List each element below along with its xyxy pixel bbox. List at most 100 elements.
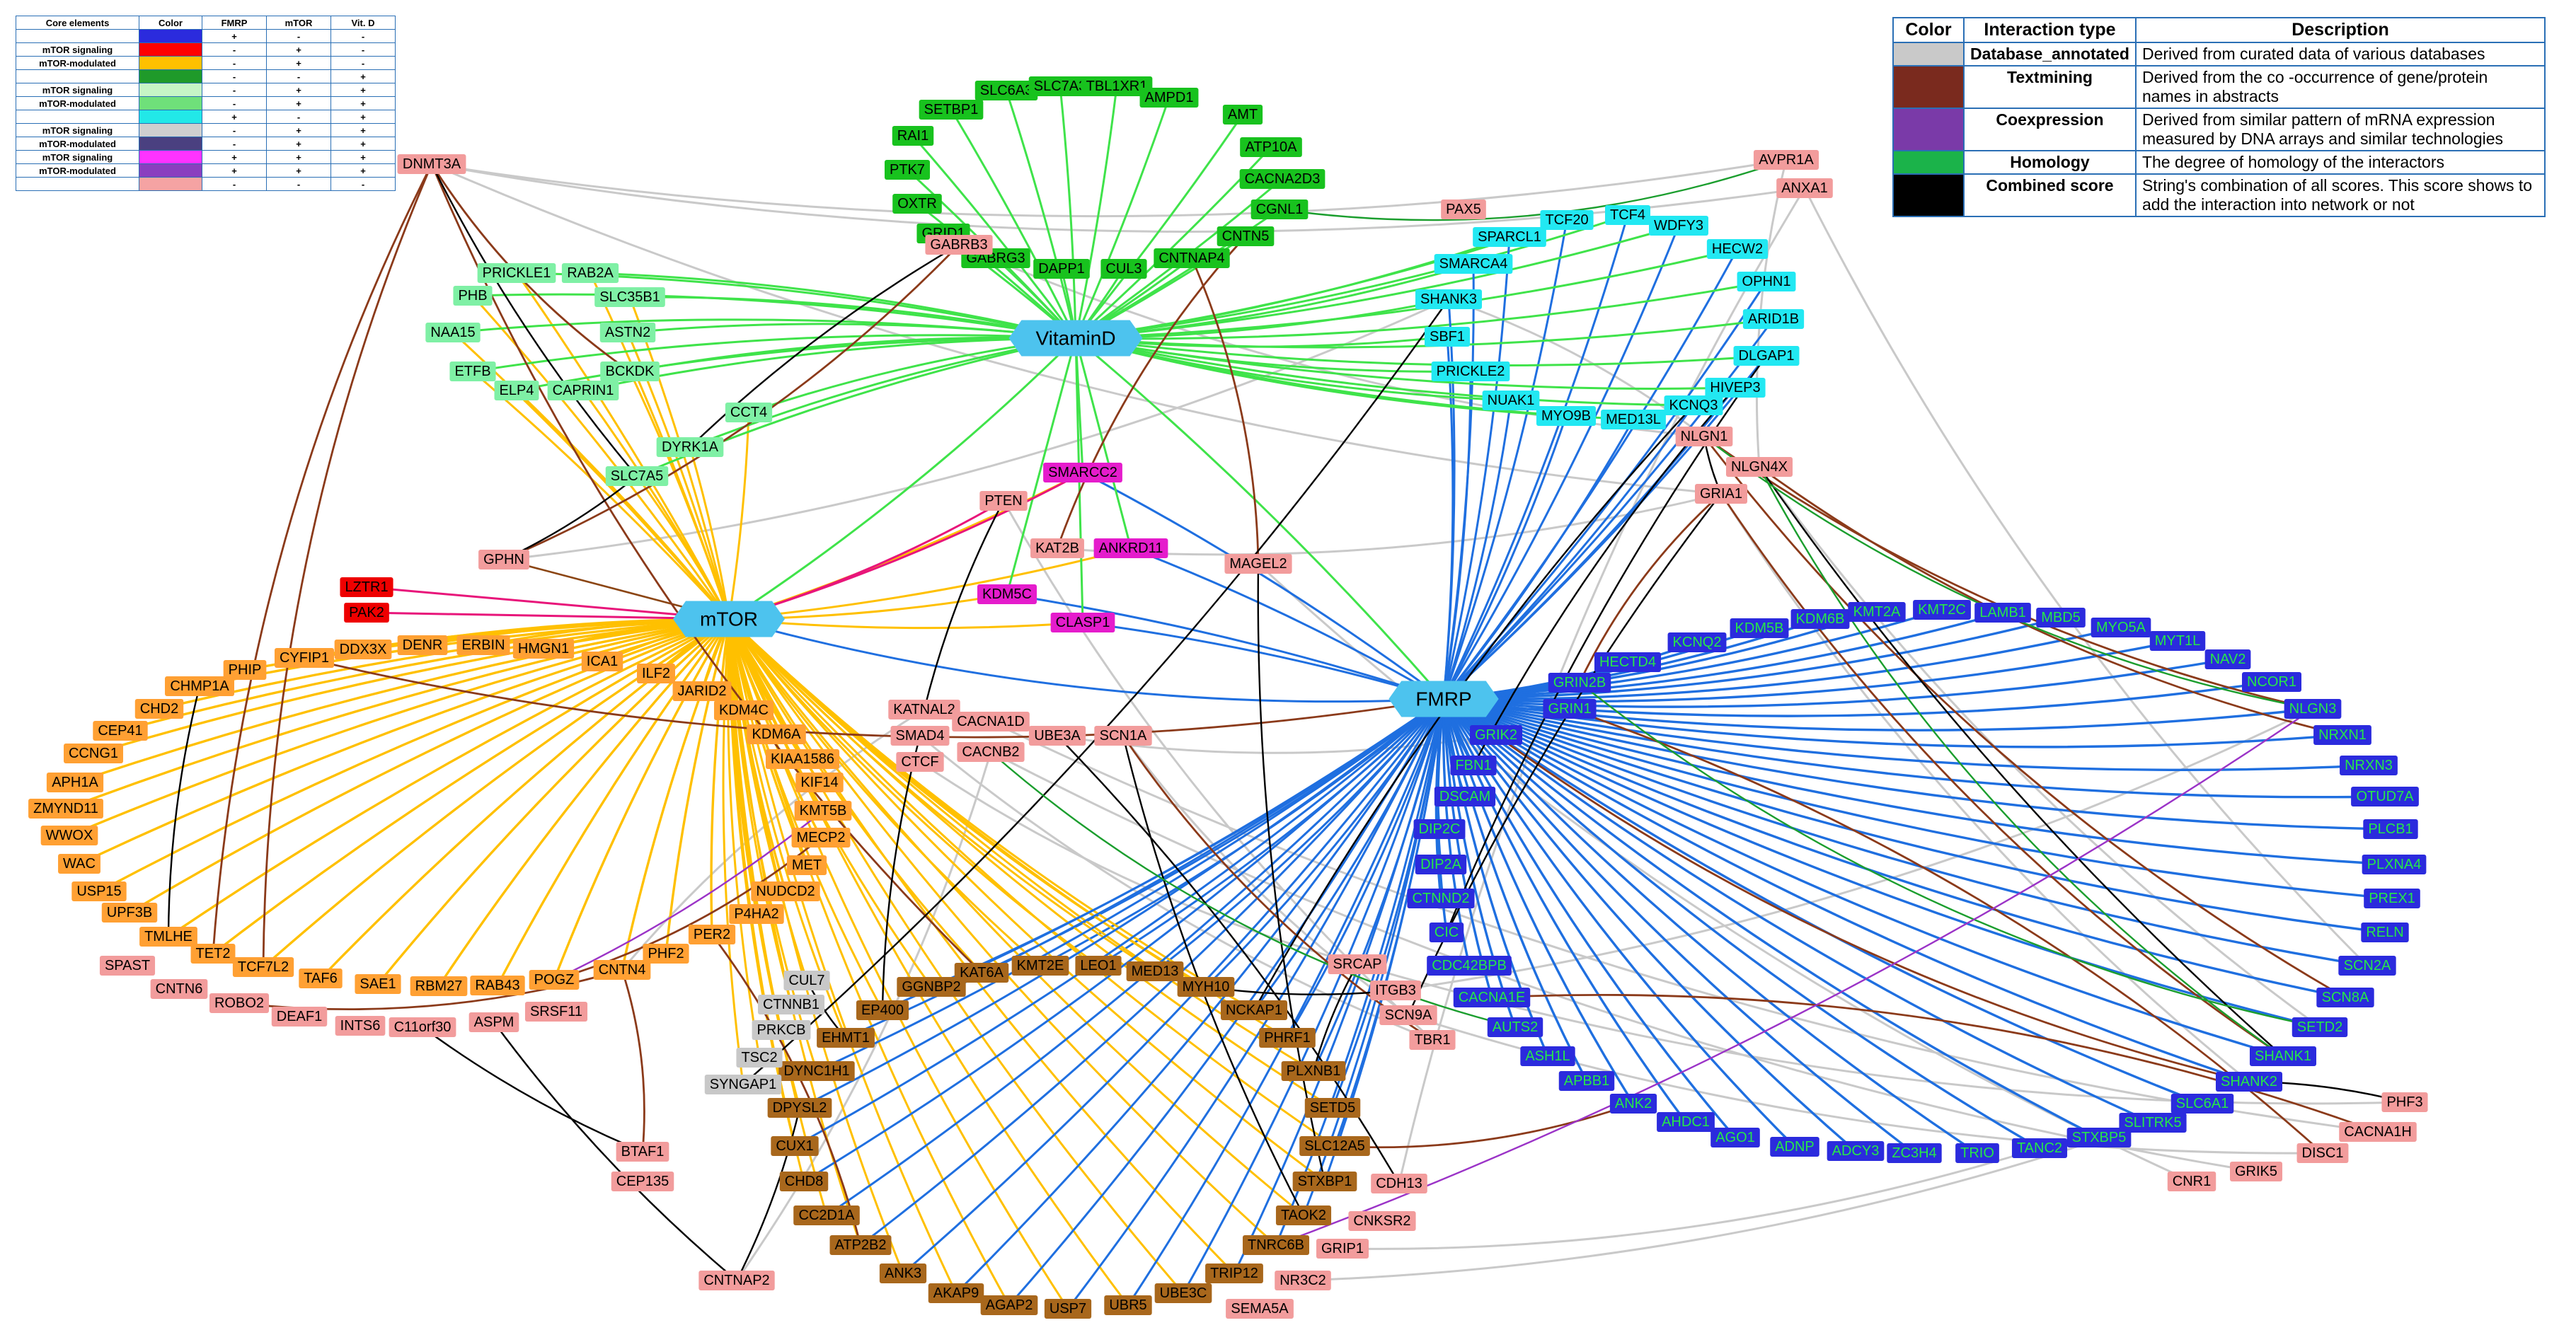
- gene-node[interactable]: CHD2: [134, 699, 184, 719]
- gene-node[interactable]: CTNNB1: [757, 995, 825, 1014]
- gene-node[interactable]: NLGN3: [2284, 699, 2342, 719]
- gene-node[interactable]: PAK2: [344, 603, 389, 623]
- gene-node[interactable]: SLC7A5: [605, 466, 669, 486]
- gene-node[interactable]: ATP10A: [1240, 137, 1302, 157]
- gene-node[interactable]: MBD5: [2036, 608, 2086, 628]
- gene-node[interactable]: CACNA1D: [952, 712, 1030, 732]
- gene-node[interactable]: HIVEP3: [1705, 378, 1766, 398]
- gene-node[interactable]: FBN1: [1450, 756, 1497, 775]
- gene-node[interactable]: GGNBP2: [897, 977, 966, 997]
- gene-node[interactable]: APH1A: [46, 773, 104, 792]
- gene-node[interactable]: ILF2: [636, 664, 676, 683]
- gene-node[interactable]: TAF6: [299, 968, 343, 988]
- gene-node[interactable]: EP400: [856, 1000, 909, 1020]
- gene-node[interactable]: RELN: [2361, 923, 2409, 942]
- gene-node[interactable]: PTK7: [884, 160, 931, 180]
- gene-node[interactable]: CHD8: [779, 1172, 829, 1191]
- gene-node[interactable]: TCF4: [1605, 205, 1650, 225]
- gene-node[interactable]: NLGN4X: [1725, 457, 1793, 477]
- gene-node[interactable]: ASPM: [468, 1012, 519, 1032]
- gene-node[interactable]: TANC2: [2011, 1138, 2068, 1158]
- gene-node[interactable]: ATP2B2: [829, 1235, 892, 1255]
- gene-node[interactable]: PAX5: [1441, 200, 1486, 219]
- gene-node[interactable]: BTAF1: [616, 1142, 669, 1162]
- gene-node[interactable]: KMT2E: [1011, 956, 1069, 976]
- gene-node[interactable]: SLC12A5: [1299, 1136, 1370, 1156]
- gene-node[interactable]: mTOR: [673, 601, 785, 637]
- gene-node[interactable]: GRIP1: [1316, 1239, 1369, 1259]
- gene-node[interactable]: CNR1: [2167, 1172, 2216, 1191]
- gene-node[interactable]: DENR: [397, 635, 448, 655]
- gene-node[interactable]: TSC2: [736, 1048, 783, 1068]
- gene-node[interactable]: CDH13: [1371, 1174, 1427, 1193]
- gene-node[interactable]: DDX3X: [334, 640, 392, 659]
- gene-node[interactable]: DYRK1A: [656, 437, 724, 457]
- gene-node[interactable]: DAPP1: [1033, 259, 1090, 279]
- gene-node[interactable]: OXTR: [892, 194, 942, 214]
- gene-node[interactable]: UBR5: [1104, 1295, 1152, 1315]
- gene-node[interactable]: TET2: [190, 944, 236, 964]
- gene-node[interactable]: AKAP9: [928, 1283, 984, 1303]
- gene-node[interactable]: ARID1B: [1742, 309, 1805, 329]
- gene-node[interactable]: TBL1XR1: [1081, 76, 1153, 96]
- gene-node[interactable]: ZMYND11: [28, 799, 103, 819]
- gene-node[interactable]: INTS6: [335, 1016, 386, 1036]
- gene-node[interactable]: CGNL1: [1250, 200, 1309, 219]
- gene-node[interactable]: DIP2C: [1413, 819, 1466, 839]
- gene-node[interactable]: JARID2: [672, 681, 732, 701]
- gene-node[interactable]: ROBO2: [209, 993, 270, 1013]
- gene-node[interactable]: CTCF: [896, 752, 944, 772]
- gene-node[interactable]: MECP2: [791, 828, 851, 848]
- gene-node[interactable]: SEMA5A: [1226, 1299, 1294, 1319]
- gene-node[interactable]: DSCAM: [1434, 787, 1496, 806]
- gene-node[interactable]: CUX1: [771, 1136, 819, 1156]
- gene-node[interactable]: NR3C2: [1275, 1271, 1331, 1290]
- gene-node[interactable]: STXBP1: [1292, 1172, 1357, 1191]
- gene-node[interactable]: KDM5B: [1730, 618, 1789, 638]
- gene-node[interactable]: SPARCL1: [1473, 227, 1546, 247]
- gene-node[interactable]: PHB: [453, 286, 493, 306]
- gene-node[interactable]: NUDCD2: [751, 881, 820, 901]
- gene-node[interactable]: PHF2: [643, 944, 689, 964]
- gene-node[interactable]: CNKSR2: [1348, 1211, 1416, 1231]
- gene-node[interactable]: KDM6B: [1790, 609, 1850, 629]
- gene-node[interactable]: RAI1: [892, 126, 934, 146]
- gene-node[interactable]: SETBP1: [919, 100, 984, 120]
- gene-node[interactable]: GABRB3: [925, 235, 993, 255]
- gene-node[interactable]: CUL7: [783, 971, 830, 990]
- gene-node[interactable]: SMAD4: [890, 726, 950, 746]
- gene-node[interactable]: DEAF1: [271, 1007, 328, 1027]
- gene-node[interactable]: CNTN4: [593, 960, 651, 980]
- gene-node[interactable]: GRIK2: [1469, 725, 1523, 745]
- gene-node[interactable]: PREX1: [2364, 889, 2420, 908]
- gene-node[interactable]: RBM27: [410, 976, 468, 996]
- gene-node[interactable]: CC2D1A: [793, 1205, 860, 1225]
- gene-node[interactable]: SLC6A1: [2170, 1094, 2234, 1114]
- gene-node[interactable]: PHF3: [2381, 1092, 2428, 1112]
- gene-node[interactable]: AHDC1: [1657, 1112, 1715, 1132]
- gene-node[interactable]: CCT4: [725, 403, 773, 422]
- gene-node[interactable]: CLASP1: [1050, 613, 1115, 632]
- gene-node[interactable]: GRIA1: [1694, 484, 1748, 504]
- gene-node[interactable]: DISC1: [2296, 1143, 2349, 1163]
- gene-node[interactable]: WWOX: [40, 826, 98, 845]
- gene-node[interactable]: SRSF11: [524, 1002, 588, 1022]
- gene-node[interactable]: NCOR1: [2241, 672, 2302, 692]
- gene-node[interactable]: KDM6A: [747, 724, 806, 744]
- gene-node[interactable]: SPAST: [99, 956, 156, 976]
- gene-node[interactable]: SCN2A: [2338, 956, 2396, 976]
- gene-node[interactable]: DIP2A: [1415, 855, 1467, 874]
- gene-node[interactable]: NUAK1: [1482, 391, 1540, 410]
- gene-node[interactable]: SBF1: [1424, 327, 1471, 347]
- gene-node[interactable]: SAE1: [355, 974, 401, 994]
- gene-node[interactable]: CUL3: [1100, 259, 1147, 279]
- gene-node[interactable]: NLGN1: [1675, 427, 1733, 446]
- gene-node[interactable]: MAGEL2: [1224, 554, 1292, 574]
- gene-node[interactable]: MYH10: [1177, 977, 1235, 997]
- gene-node[interactable]: OTUD7A: [2351, 787, 2419, 806]
- gene-node[interactable]: UPF3B: [101, 903, 158, 923]
- gene-node[interactable]: TBR1: [1409, 1030, 1456, 1050]
- gene-node[interactable]: MYO9B: [1536, 406, 1597, 426]
- gene-node[interactable]: MED13L: [1601, 410, 1666, 429]
- gene-node[interactable]: WAC: [58, 854, 100, 874]
